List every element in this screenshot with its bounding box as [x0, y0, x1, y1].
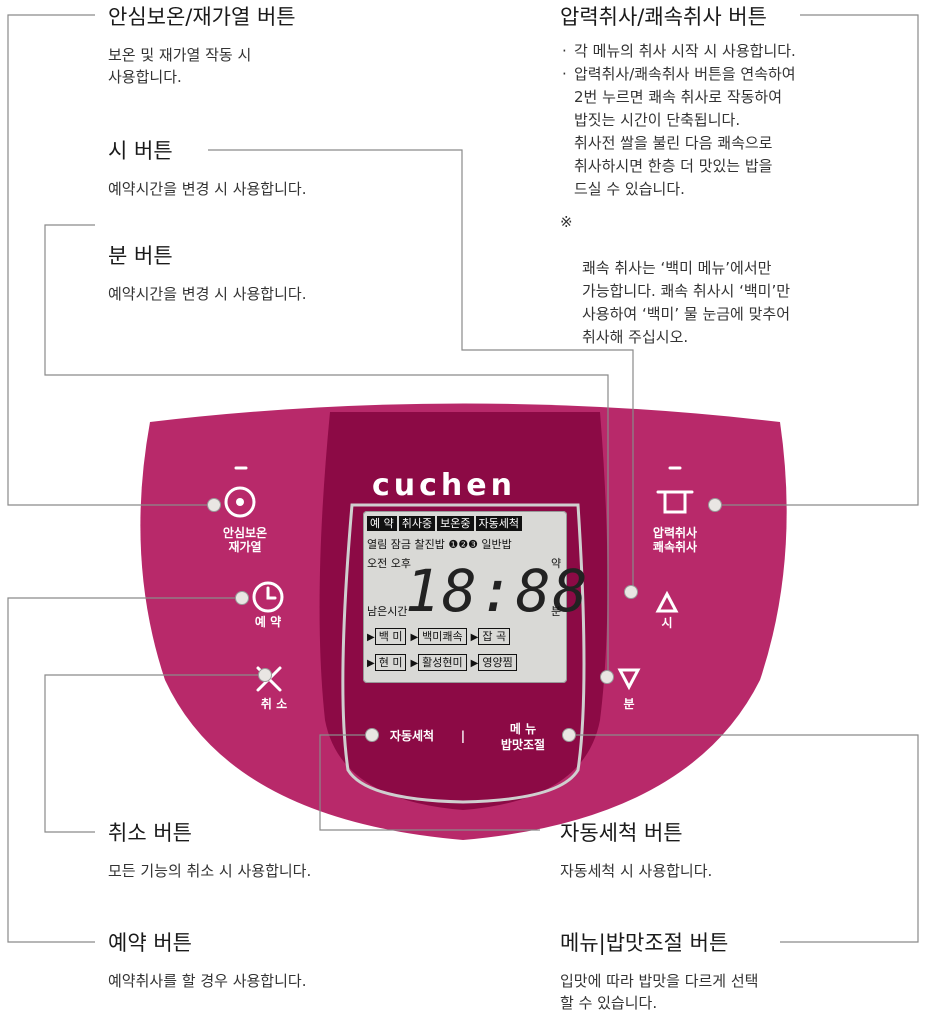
pressure-pot-icon: [656, 490, 694, 514]
cancel-label: 취 소: [260, 697, 288, 711]
hour-label: 시: [661, 616, 673, 630]
brand-logo: cuchen: [372, 468, 516, 503]
lcd-tag: 예 약: [367, 516, 397, 531]
callout-desc: 예약취사를 할 경우 사용합니다.: [108, 972, 307, 990]
lcd-menu: 활성현미: [418, 654, 467, 671]
lcd-unit-bottom: 분: [551, 605, 562, 618]
safe-warm-inner-dot: [236, 498, 244, 506]
cancel-button[interactable]: [258, 668, 272, 682]
callout-title: 안심보온/재가열 버튼: [108, 5, 296, 29]
reserve-clock-hands: [266, 586, 277, 600]
callout-safe-warm: 안심보온/재가열 버튼 보온 및 재가열 작동 시 사용합니다.: [108, 4, 296, 88]
callout-menu-taste: 메뉴|밥맛조절 버튼 입맛에 따라 밥맛을 다르게 선택 할 수 있습니다.: [560, 930, 758, 1014]
reserve-label: 예 약: [254, 615, 282, 629]
lcd-menu: 백 미: [374, 628, 407, 645]
callout-bullet: 압력취사/쾌속취사 버튼을 연속하여 2번 누르면 쾌속 취사로 작동하여 밥짓…: [560, 63, 796, 201]
leader-hour: [208, 149, 634, 590]
lcd-tag: 취사중: [398, 516, 436, 531]
callout-note: ※ 쾌속 취사는 ‘백미 메뉴’에서만 가능합니다. 쾌속 취사시 ‘백미’만 …: [560, 211, 796, 349]
lcd-tag: 자동세척: [475, 516, 522, 531]
lcd-menu: 백미쾌속: [418, 628, 467, 645]
reserve-clock-icon: [252, 581, 284, 613]
hour-up-icon: [655, 590, 679, 613]
callout-minute: 분 버튼 예약시간을 변경 시 사용합니다.: [108, 243, 306, 305]
auto-clean-button[interactable]: [365, 728, 379, 742]
callout-cancel: 취소 버튼 모든 기능의 취소 시 사용합니다.: [108, 820, 311, 882]
callout-bullets: 각 메뉴의 취사 시작 시 사용합니다. 압력취사/쾌속취사 버튼을 연속하여 …: [560, 40, 796, 201]
lcd-digits: 18:88: [405, 557, 590, 625]
safe-warm-label: 안심보온 재가열: [222, 526, 268, 554]
lcd-menu-row2: ▶현 미▶활성현미▶영양찜: [367, 654, 521, 671]
lcd-unit-top: 약: [551, 557, 562, 570]
leader-pressure: [720, 14, 919, 506]
callout-desc: 예약시간을 변경 시 사용합니다.: [108, 285, 307, 303]
lcd-ampm: 오전 오후: [367, 557, 411, 570]
callout-desc: 자동세척 시 사용합니다.: [560, 862, 713, 880]
reserve-button[interactable]: [235, 591, 249, 605]
callout-title: 분 버튼: [108, 244, 173, 268]
callout-hour: 시 버튼 예약시간을 변경 시 사용합니다.: [108, 138, 306, 200]
note-text: 쾌속 취사는 ‘백미 메뉴’에서만 가능합니다. 쾌속 취사시 ‘백미’만 사용…: [582, 259, 791, 346]
menu-taste-button[interactable]: [562, 728, 576, 742]
lcd-menu: 영양찜: [478, 654, 517, 671]
callout-auto-clean: 자동세척 버튼 자동세척 시 사용합니다.: [560, 820, 712, 882]
lcd-menu: 잡 곡: [478, 628, 511, 645]
taste-label: 밥맛조절: [500, 738, 546, 752]
note-mark: ※: [560, 213, 573, 231]
minute-button[interactable]: [600, 670, 614, 684]
leader-menu-taste: [566, 734, 919, 943]
hour-button[interactable]: [624, 585, 638, 599]
minute-down-icon: [617, 668, 641, 691]
lcd-tag: 보온중: [437, 516, 474, 531]
callout-title: 자동세척 버튼: [560, 821, 683, 845]
auto-clean-label: 자동세척: [389, 729, 435, 743]
callout-title: 시 버튼: [108, 139, 173, 163]
lcd-remaining: 남은시간: [367, 605, 408, 618]
callout-title: 취소 버튼: [108, 821, 192, 845]
lcd-menu: 현 미: [374, 654, 407, 671]
lcd-menu-row1: ▶백 미▶백미쾌속▶잡 곡: [367, 628, 514, 645]
safe-warm-button[interactable]: [207, 498, 221, 512]
callout-desc: 입맛에 따라 밥맛을 다르게 선택 할 수 있습니다.: [560, 972, 759, 1012]
menu-label: 메 뉴: [509, 722, 537, 736]
pressure-button[interactable]: [708, 498, 722, 512]
callout-title: 압력취사/쾌속취사 버튼: [560, 5, 767, 29]
panel-separator: |: [460, 729, 466, 743]
leader-safe-warm: [7, 14, 214, 506]
leader-minute: [44, 224, 609, 675]
callout-bullet: 각 메뉴의 취사 시작 시 사용합니다.: [560, 40, 796, 63]
leader-auto-clean: [319, 734, 540, 831]
callout-title: 메뉴|밥맛조절 버튼: [560, 931, 729, 955]
callout-pressure: 압력취사/쾌속취사 버튼 각 메뉴의 취사 시작 시 사용합니다. 압력취사/쾌…: [560, 4, 796, 349]
callout-reserve: 예약 버튼 예약취사를 할 경우 사용합니다.: [108, 930, 306, 992]
callout-title: 예약 버튼: [108, 931, 192, 955]
leader-cancel: [44, 674, 260, 833]
safe-warm-icon: [224, 486, 256, 518]
minute-label: 분: [623, 697, 635, 711]
leader-reserve: [7, 597, 236, 943]
lcd-bezel: [341, 503, 586, 804]
pressure-label: 압력취사 쾌속취사: [652, 526, 698, 554]
lcd-row2: 열림 잠금 찰진밥 ❶❷❸ 일반밥: [367, 538, 512, 551]
callout-desc: 예약시간을 변경 시 사용합니다.: [108, 180, 307, 198]
callout-desc: 보온 및 재가열 작동 시 사용합니다.: [108, 46, 252, 86]
callout-desc: 모든 기능의 취소 시 사용합니다.: [108, 862, 312, 880]
